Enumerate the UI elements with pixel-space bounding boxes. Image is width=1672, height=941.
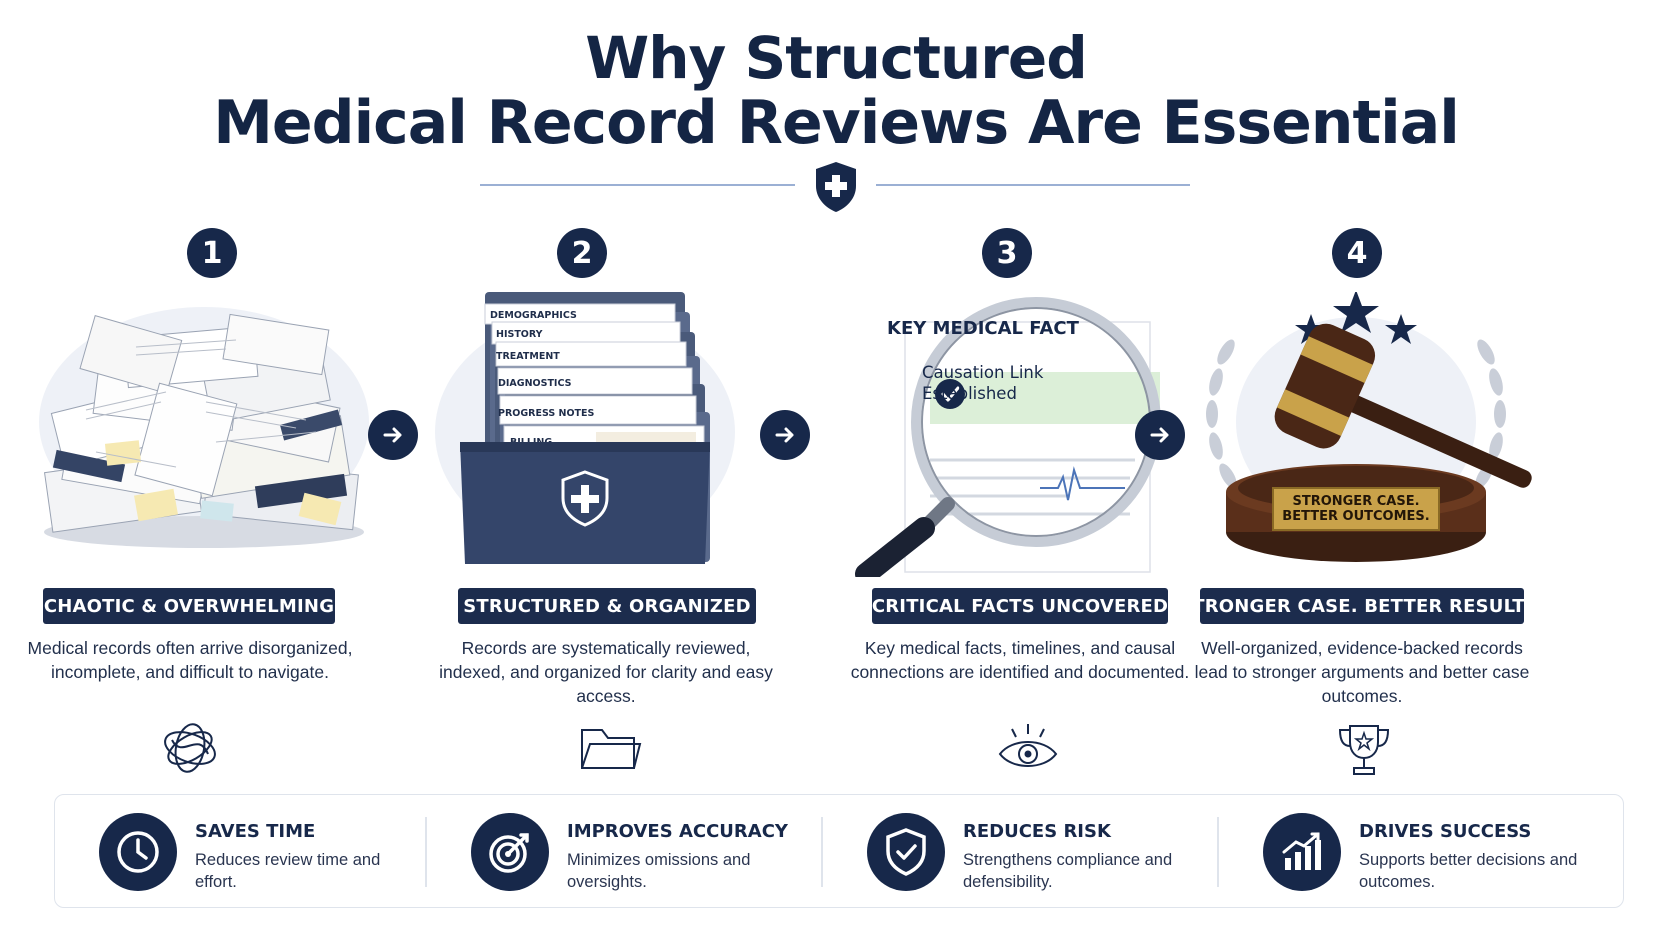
step-number-badge: 4 — [1332, 228, 1382, 278]
benefit-description: Reduces review time and effort. — [195, 851, 381, 891]
step-banner: CRITICAL FACTS UNCOVERED — [872, 588, 1168, 624]
step-description: Records are systematically reviewed, ind… — [439, 638, 773, 706]
folder-tab-label: PROGRESS NOTES — [498, 408, 595, 419]
title-divider-left — [480, 184, 795, 186]
arrow-right-icon-2 — [760, 410, 810, 460]
benefits-panel: SAVES TIME Reduces review time and effor… — [54, 794, 1624, 908]
arrow-right-icon-1 — [368, 410, 418, 460]
arrow-right-icon-3 — [1135, 410, 1185, 460]
folder-tab-label: HISTORY — [496, 329, 543, 340]
step-number-badge: 1 — [187, 228, 237, 278]
benefit-reduces-risk: REDUCES RISK Strengthens compliance and … — [823, 795, 1203, 909]
benefit-description: Supports better decisions and outcomes. — [1359, 851, 1578, 891]
step-number-badge: 3 — [982, 228, 1032, 278]
benefit-title: REDUCES RISK — [963, 821, 1111, 842]
shield-check-icon — [867, 813, 945, 891]
benefit-title: SAVES TIME — [195, 821, 316, 842]
benefit-saves-time: SAVES TIME Reduces review time and effor… — [55, 795, 435, 909]
key-fact-heading: KEY MEDICAL FACT — [887, 318, 1079, 339]
clock-icon — [99, 813, 177, 891]
benefit-title: DRIVES SUCCESS — [1359, 821, 1532, 842]
benefit-title: IMPROVES ACCURACY — [567, 821, 788, 842]
benefit-drives-success: DRIVES SUCCESS Supports better decisions… — [1219, 795, 1599, 909]
tangled-icon — [164, 723, 216, 773]
step-description: Key medical facts, timelines, and causal… — [850, 638, 1190, 682]
step-banner: STRONGER CASE. BETTER RESULTS. — [1179, 588, 1545, 624]
page-title-line-1: Why Structured — [585, 24, 1088, 92]
step-description: Medical records often arrive disorganize… — [27, 638, 353, 682]
title-divider-right — [876, 184, 1190, 186]
trophy-icon — [1338, 725, 1390, 775]
gavel-illustration — [1206, 292, 1532, 562]
benefit-divider — [1217, 817, 1219, 887]
folder-tab-label: DEMOGRAPHICS — [490, 310, 577, 321]
folder-icon — [581, 729, 642, 769]
folder-tab-label: DIAGNOSTICS — [498, 378, 572, 389]
plaque-text: STRONGER CASE. BETTER OUTCOMES. — [1282, 494, 1430, 524]
paper-pile-illustration — [39, 307, 369, 548]
step-number-badge: 2 — [557, 228, 607, 278]
benefit-improves-accuracy: IMPROVES ACCURACY Minimizes omissions an… — [427, 795, 807, 909]
step-banner: STRUCTURED & ORGANIZED — [458, 588, 756, 624]
growth-chart-icon — [1263, 813, 1341, 891]
benefit-description: Minimizes omissions and oversights. — [567, 851, 751, 891]
medical-shield-icon — [816, 162, 856, 212]
magnifier-illustration — [855, 297, 1161, 577]
target-icon — [471, 813, 549, 891]
page-title-line-2: Medical Record Reviews Are Essential — [213, 88, 1460, 158]
benefit-divider — [821, 817, 823, 887]
benefit-description: Strengthens compliance and defensibility… — [963, 851, 1173, 891]
key-fact-highlight: Causation Link Established — [922, 363, 1044, 403]
step-description: Well-organized, evidence-backed records … — [1194, 638, 1530, 706]
step-banner: CHAOTIC & OVERWHELMING — [43, 588, 335, 624]
benefit-divider — [425, 817, 427, 887]
folder-tab-label: TREATMENT — [496, 351, 560, 362]
eye-icon — [998, 724, 1058, 767]
file-box-illustration: DEMOGRAPHICS HISTORY TREATMENT DIAGNOSTI… — [435, 292, 735, 564]
